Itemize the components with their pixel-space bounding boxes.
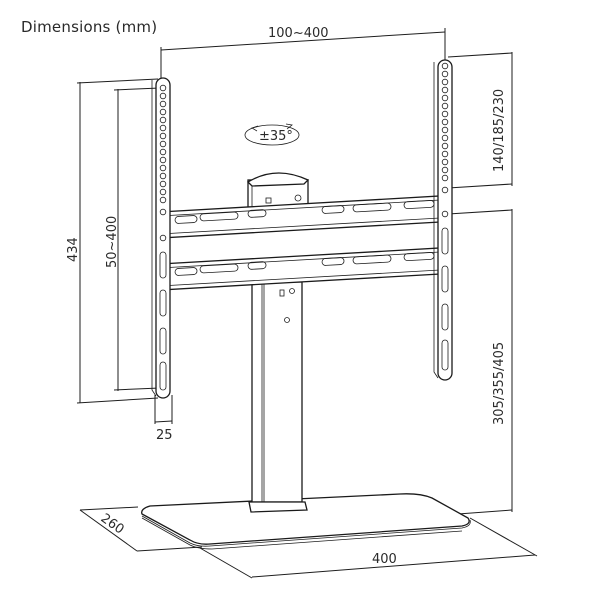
stand-base (141, 493, 471, 550)
dim-total-height: 434 (66, 78, 159, 404)
right-vertical-arm (433, 59, 453, 381)
swivel-head (246, 172, 310, 216)
dim-depth-profile: 25 (154, 395, 173, 443)
stand-column (248, 281, 308, 513)
label-height-adjust: 305/355/405 (492, 342, 507, 425)
dim-vesa-horizontal: 100~400 (160, 26, 446, 80)
label-rotation: ±35° (259, 129, 293, 144)
label-arm-height: 140/185/230 (492, 89, 507, 172)
dim-height-adjust: 305/355/405 (447, 209, 513, 515)
label-depth-profile: 25 (156, 428, 173, 443)
label-base-width: 400 (372, 552, 397, 567)
rotation-indicator: ±35° (244, 123, 300, 146)
label-total-height: 434 (66, 237, 81, 262)
dim-arm-height: 140/185/230 (447, 52, 513, 189)
label-vesa-horizontal: 100~400 (268, 26, 329, 41)
diagram-title: Dimensions (mm) (21, 18, 158, 36)
left-vertical-arm (151, 77, 171, 399)
label-vesa-vertical: 50~400 (105, 216, 120, 268)
dim-base-width: 400 (199, 517, 538, 579)
right-arm-holes (441, 62, 449, 371)
dim-vesa-vertical: 50~400 (105, 87, 161, 391)
left-arm-holes (159, 84, 167, 391)
